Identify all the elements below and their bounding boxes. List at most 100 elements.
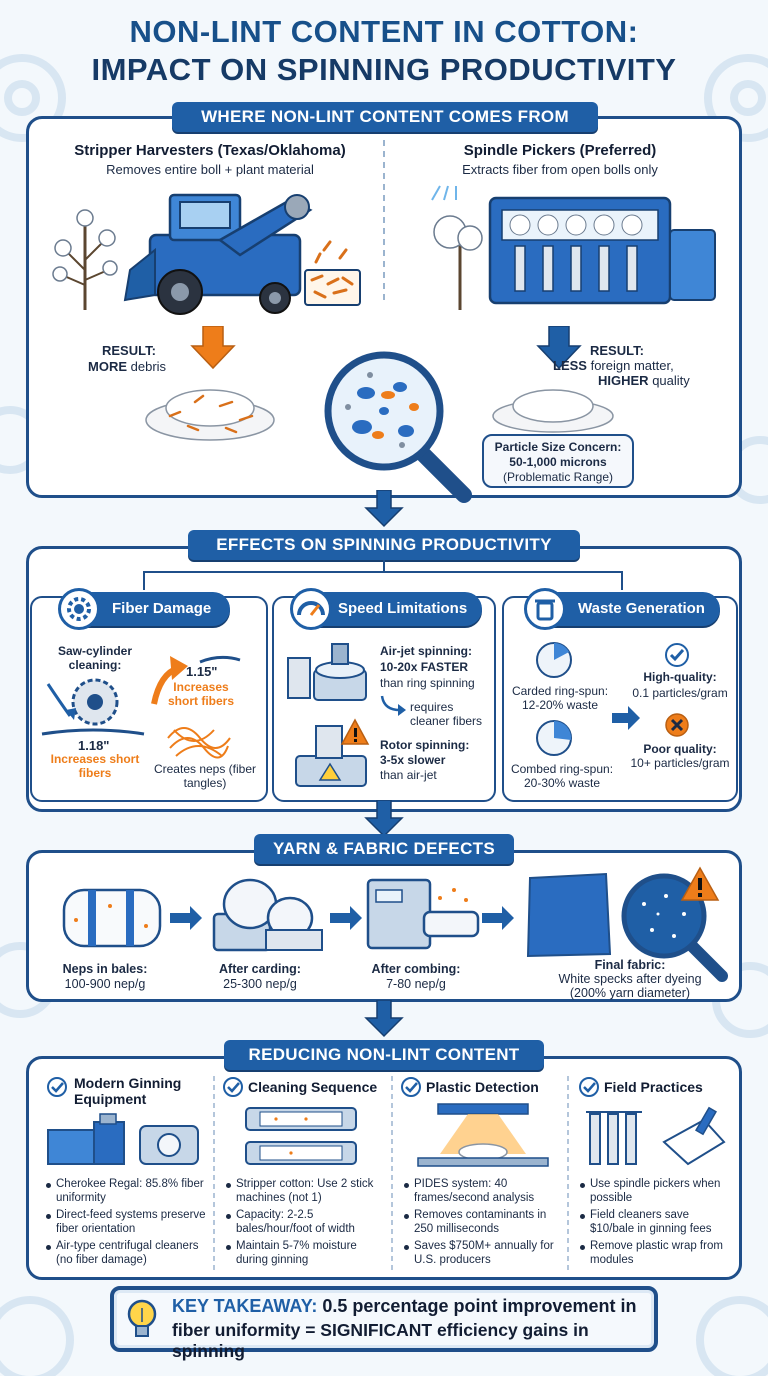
- speed-title: Speed Limitations: [338, 600, 468, 617]
- reducing-banner: REDUCING NON-LINT CONTENT: [224, 1040, 544, 1070]
- particle-note: (Problematic Range): [502, 470, 614, 484]
- fiber-damage-card: [30, 596, 268, 802]
- spindle-result-text2: quality: [652, 373, 690, 388]
- debris-pile: [145, 389, 275, 441]
- gear-icon: [58, 588, 100, 630]
- high-quality-value: 0.1 particles/gram: [632, 686, 728, 700]
- ginning-equipment-illustration: [47, 1113, 199, 1165]
- airjet-strong: 10-20x FASTER: [380, 660, 469, 674]
- high-quality-label: High-quality:: [643, 670, 717, 684]
- warning-icon: [340, 718, 370, 745]
- field-bullet-2: Field cleaners save $10/bale in ginning …: [580, 1209, 736, 1236]
- spindle-result-line2: HIGHER quality: [598, 374, 690, 388]
- airjet-machine-illustration: [287, 643, 367, 701]
- defects-banner: YARN & FABRIC DEFECTS: [254, 834, 514, 864]
- saw-cylinder-illustration: [46, 678, 119, 726]
- fiber-damage-title: Fiber Damage: [112, 600, 212, 617]
- fiber-length-a: 1.15": [186, 664, 218, 679]
- fabric-magnifier-icon: [621, 866, 728, 982]
- connector-arrow-1: [364, 490, 404, 528]
- stripper-result-label: RESULT:: [102, 343, 156, 358]
- plastic-bullet-1: PIDES system: 40 frames/second analysis: [404, 1178, 564, 1205]
- airjet-text: than ring spinning: [380, 676, 475, 690]
- defect-step-3-label: After combing:: [371, 962, 461, 976]
- carded-value: 12-20% waste: [521, 698, 599, 712]
- stripper-result: MORE debris: [88, 360, 166, 374]
- effects-banner: EFFECTS ON SPINNING PRODUCTIVITY: [188, 530, 580, 560]
- spindle-result-strong1: LESS: [553, 358, 587, 373]
- speedometer-icon: [290, 588, 332, 630]
- defect-step-2-value: 25-300 nep/g: [223, 977, 297, 991]
- magnifier-icon: [324, 351, 472, 503]
- saw-label: Saw-cylinder cleaning:: [57, 644, 133, 672]
- check-icon-plastic: [401, 1077, 421, 1097]
- defect-step-2-label: After carding:: [219, 962, 301, 976]
- spindle-result-arrow: [536, 326, 582, 370]
- neps-tangle-illustration: [167, 727, 231, 759]
- takeaway-text1: 0.5 percentage point improvement in: [322, 1296, 637, 1316]
- field-title: Field Practices: [604, 1079, 703, 1095]
- particle-title: Particle Size Concern:: [494, 440, 622, 454]
- particle-size-callout: [482, 434, 634, 488]
- requires-note: requires cleaner fibers: [410, 700, 483, 728]
- arrow-defects-1: [170, 906, 202, 930]
- combing-machine-illustration: [366, 878, 480, 950]
- plastic-detection-illustration: [417, 1103, 549, 1167]
- stripper-result-strong: MORE: [88, 359, 127, 374]
- defect-step-1-value: 100-900 nep/g: [64, 977, 146, 991]
- carded-label: Carded ring-spun:: [511, 684, 609, 698]
- defect-step-1-label: Neps in bales:: [62, 962, 148, 976]
- requires-arrow: [380, 695, 406, 716]
- arrow-defects-3: [482, 906, 514, 930]
- combed-waste-pie: [536, 720, 572, 756]
- neps-note: Creates neps (fiber tangles): [153, 762, 257, 790]
- fiber-damage-pill: Fiber Damage: [58, 588, 230, 630]
- field-practices-illustration: [586, 1106, 726, 1166]
- title-line-2: IMPACT ON SPINNING PRODUCTIVITY: [91, 52, 677, 87]
- fabric-swatch: [526, 872, 612, 958]
- ginning-bullets: Cherokee Regal: 85.8% fiber uniformity D…: [46, 1178, 210, 1271]
- defect-step-3-value: 7-80 nep/g: [386, 977, 446, 991]
- defect-step-4-value: White specks after dyeing: [558, 972, 702, 986]
- waste-card: [502, 596, 738, 802]
- takeaway-line2: fiber uniformity = SIGNIFICANT efficienc…: [172, 1320, 589, 1361]
- fiber-line-b: [41, 728, 145, 736]
- plastic-bullets: PIDES system: 40 frames/second analysis …: [404, 1178, 564, 1271]
- bale-illustration: [62, 888, 162, 948]
- stripper-heading: Stripper Harvesters (Texas/Oklahoma): [74, 142, 346, 159]
- connector-arrow-2: [364, 800, 404, 838]
- speed-pill: Speed Limitations: [290, 588, 482, 630]
- connector-arrow-3: [364, 1000, 404, 1038]
- rotor-text: than air-jet: [380, 768, 437, 782]
- takeaway-box: [110, 1286, 658, 1352]
- field-bullets: Use spindle pickers when possible Field …: [580, 1178, 736, 1271]
- spindle-picker-illustration: [431, 185, 716, 310]
- fiber-length-b-note: Increases short fibers: [50, 752, 140, 780]
- stripper-result-arrow: [190, 326, 236, 370]
- spindle-result-strong2: HIGHER: [598, 373, 649, 388]
- waste-pill: Waste Generation: [524, 588, 720, 630]
- waste-arrow: [612, 706, 640, 730]
- ginning-bullet-2: Direct-feed systems preserve fiber orien…: [46, 1209, 210, 1236]
- fiber-length-a-note: Increases short fibers: [167, 680, 234, 708]
- field-bullet-3: Remove plastic wrap from modules: [580, 1240, 736, 1267]
- check-icon-ginning: [47, 1077, 67, 1097]
- source-banner: WHERE NON-LINT CONTENT COMES FROM: [172, 102, 598, 132]
- x-icon: [665, 713, 689, 737]
- combed-label: Combed ring-spun:: [510, 762, 614, 776]
- stripper-harvester-illustration: [52, 193, 361, 315]
- fiber-length-b: 1.18": [78, 738, 110, 753]
- defect-step-4-value2: (200% yarn diameter): [569, 986, 691, 1000]
- poor-quality-value: 10+ particles/gram: [630, 756, 730, 770]
- spindle-desc: Extracts fiber from open bolls only: [462, 162, 658, 177]
- arrow-defects-2: [330, 906, 362, 930]
- takeaway-line1: KEY TAKEAWAY: 0.5 percentage point impro…: [172, 1296, 636, 1317]
- airjet-title: Air-jet spinning:: [380, 644, 472, 658]
- carded-waste-pie: [536, 642, 572, 678]
- cleaning-bullet-1: Stripper cotton: Use 2 stick machines (n…: [226, 1178, 386, 1205]
- trash-icon: [524, 588, 566, 630]
- spindle-result-line1: LESS foreign matter,: [553, 359, 674, 373]
- cleaning-bullet-3: Maintain 5-7% moisture during ginning: [226, 1240, 386, 1267]
- rotor-strong: 3-5x slower: [380, 753, 446, 767]
- rotor-machine-illustration: [295, 725, 367, 787]
